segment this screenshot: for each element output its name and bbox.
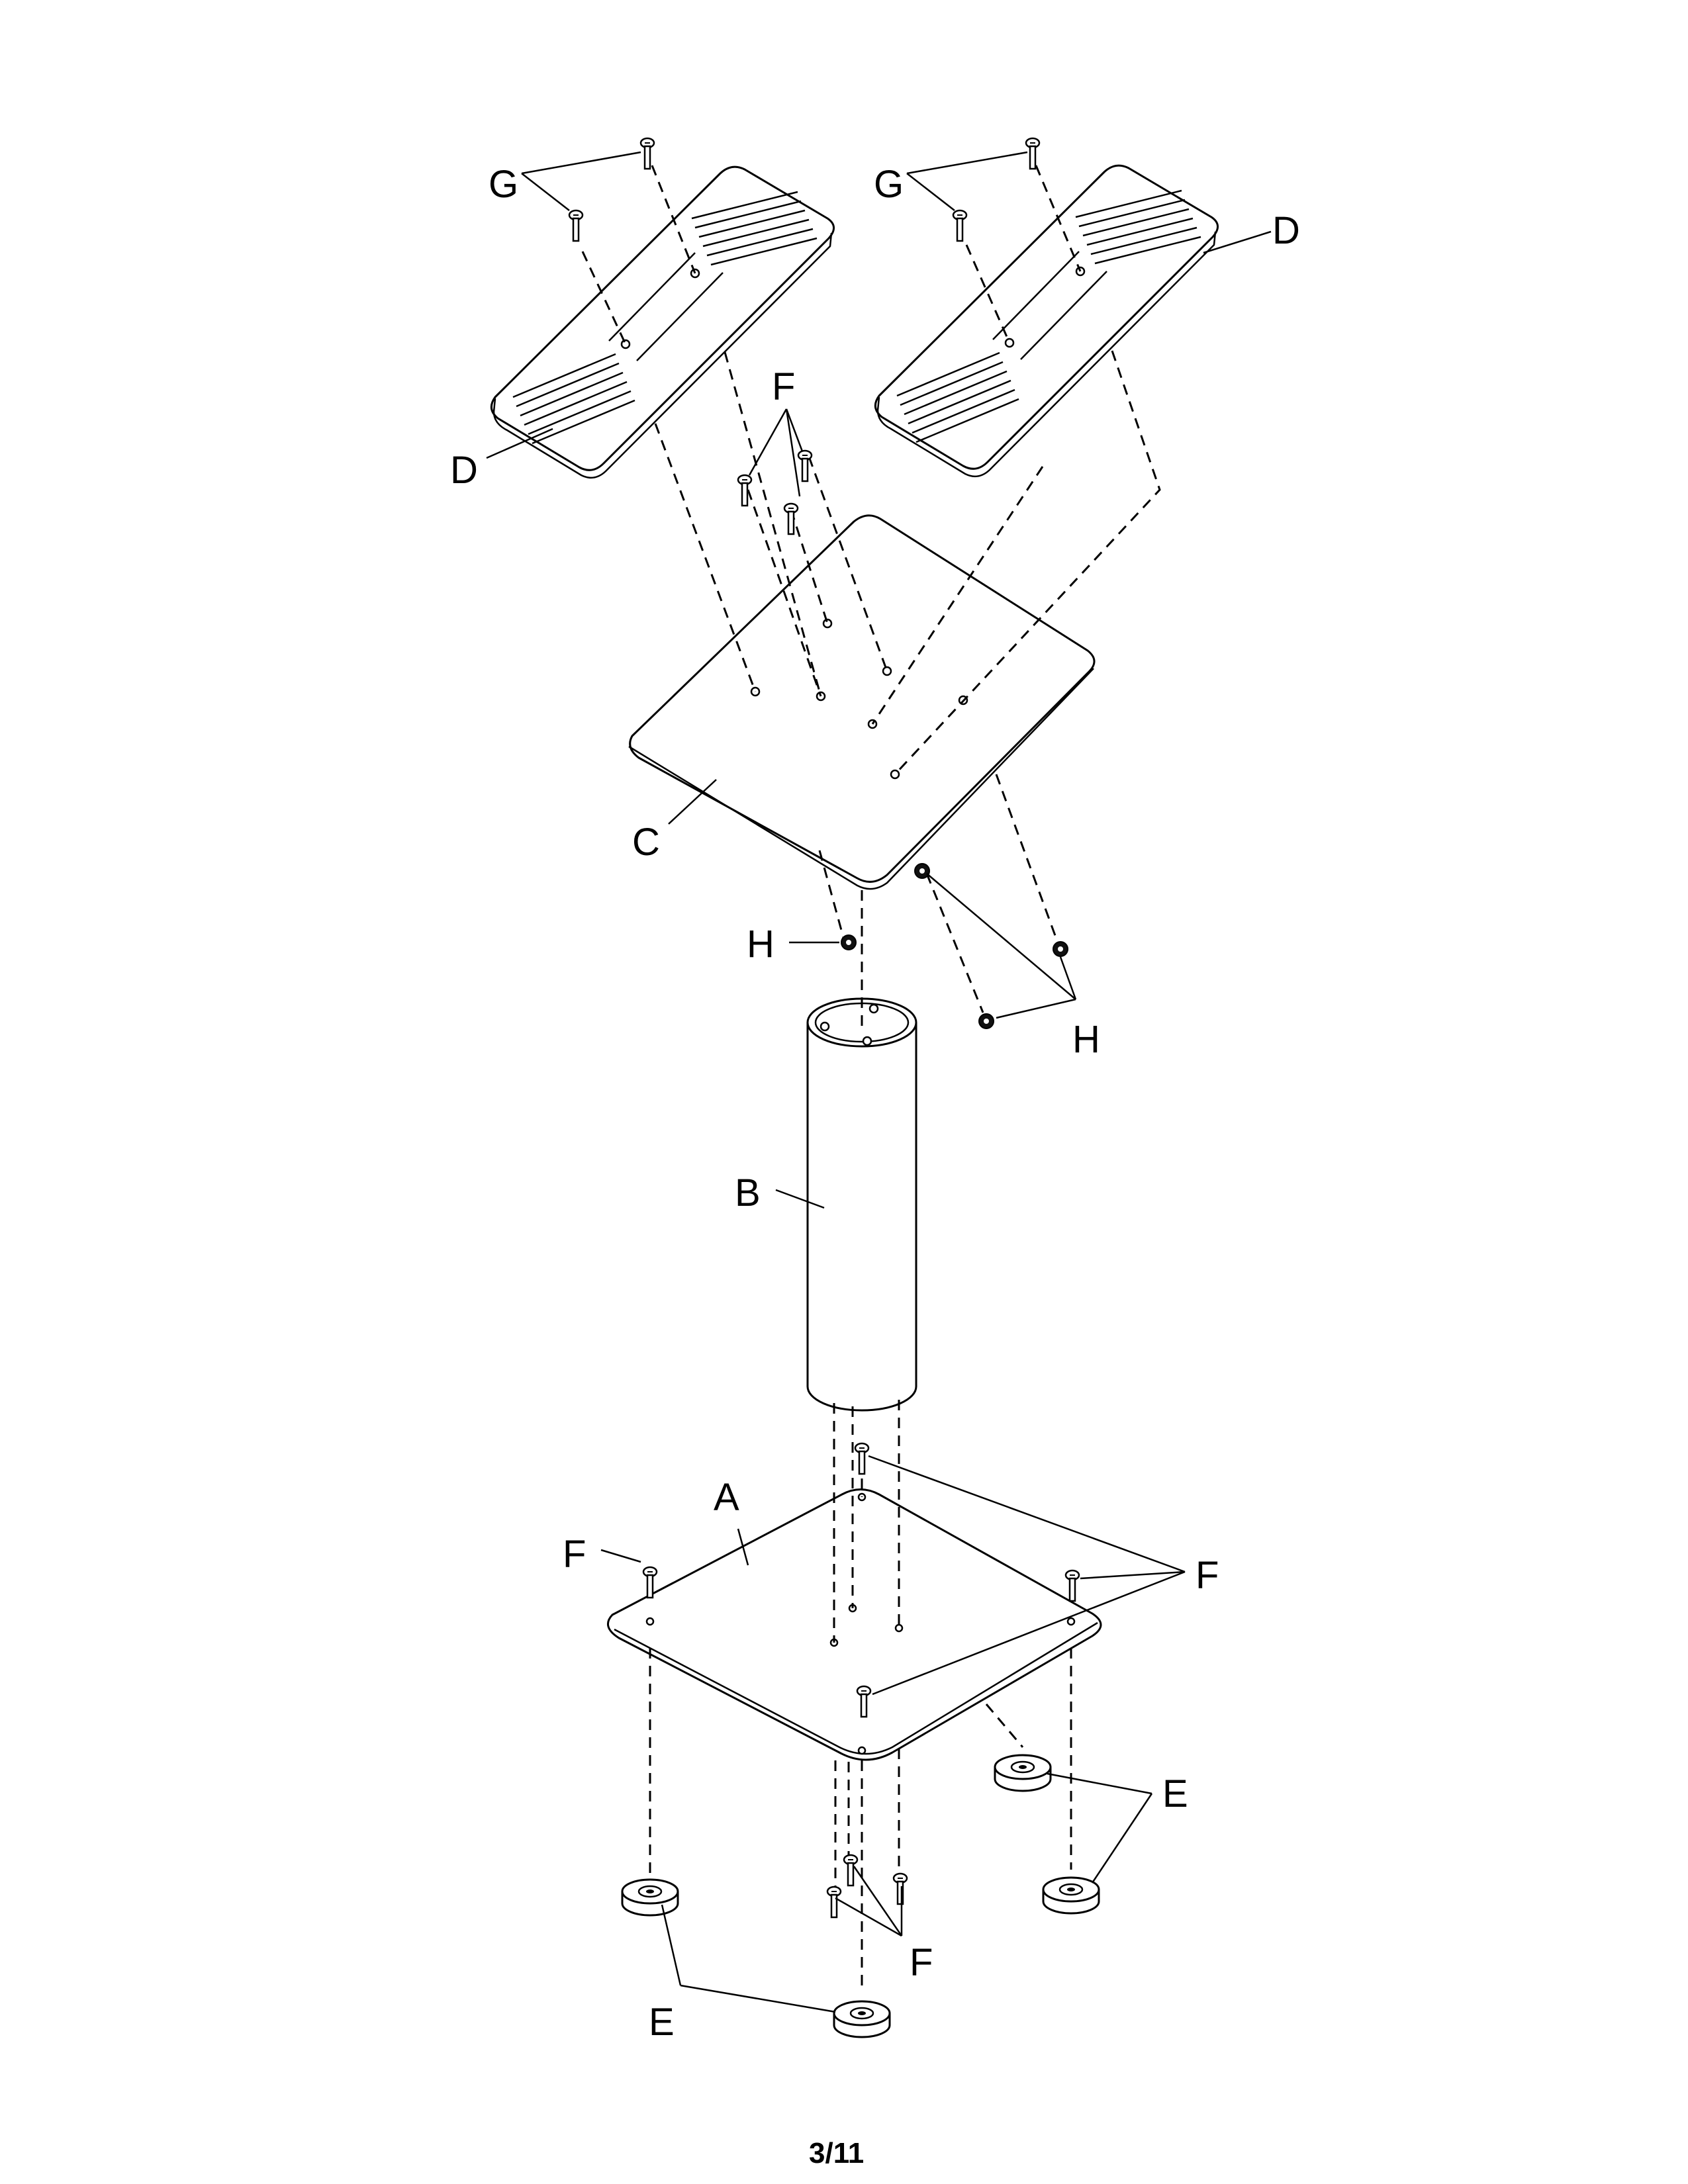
label-f-top: F (772, 365, 795, 408)
screw-g-1 (639, 137, 655, 170)
foot-e-3 (1042, 1876, 1100, 1915)
screw-g-3 (1025, 137, 1041, 170)
nut-h-3 (1053, 941, 1068, 957)
label-c: C (632, 821, 660, 864)
label-f-base-right: F (1196, 1554, 1219, 1597)
screw-f-6 (1064, 1569, 1080, 1602)
screw-g-4 (952, 209, 968, 242)
foot-e-4 (833, 2000, 891, 2038)
top-plate-c (628, 514, 1096, 890)
foot-e-2 (994, 1754, 1052, 1792)
foot-e-1 (621, 1878, 679, 1917)
label-d-right: D (1272, 209, 1300, 252)
label-f-bottom: F (910, 1941, 933, 1984)
screw-f-2 (797, 449, 813, 482)
left-pad-ribs (512, 191, 818, 445)
label-e-left: E (649, 2001, 675, 2044)
page-number: 3/11 (809, 2137, 864, 2169)
assembly-lines (581, 165, 1161, 1989)
nut-h-1 (841, 934, 857, 950)
base-plate-a (606, 1488, 1102, 1761)
feet-e (621, 1754, 1100, 2038)
nut-h-2 (914, 863, 930, 879)
screw-g-2 (568, 209, 584, 242)
leader-lines (486, 151, 1272, 2013)
label-h-right: H (1072, 1018, 1100, 1061)
label-g-right: G (874, 163, 904, 206)
label-g-left: G (489, 163, 518, 206)
nut-h-4 (978, 1013, 994, 1029)
screw-f-10 (892, 1872, 908, 1905)
label-h-left: H (747, 923, 774, 966)
screw-f-4 (854, 1442, 870, 1475)
label-d-left: D (450, 449, 478, 492)
screw-f-3 (783, 502, 799, 535)
label-a: A (714, 1476, 739, 1519)
label-b: B (735, 1171, 761, 1214)
right-pad-d (874, 164, 1219, 478)
screw-f-1 (737, 474, 753, 507)
label-f-base-left: F (563, 1533, 586, 1576)
screw-f-8 (826, 1886, 842, 1919)
column-b (806, 997, 917, 1412)
label-e-right: E (1162, 1772, 1188, 1815)
left-pad-d (490, 165, 835, 479)
screw-f-9 (843, 1854, 859, 1887)
right-pad-ribs (896, 189, 1201, 443)
